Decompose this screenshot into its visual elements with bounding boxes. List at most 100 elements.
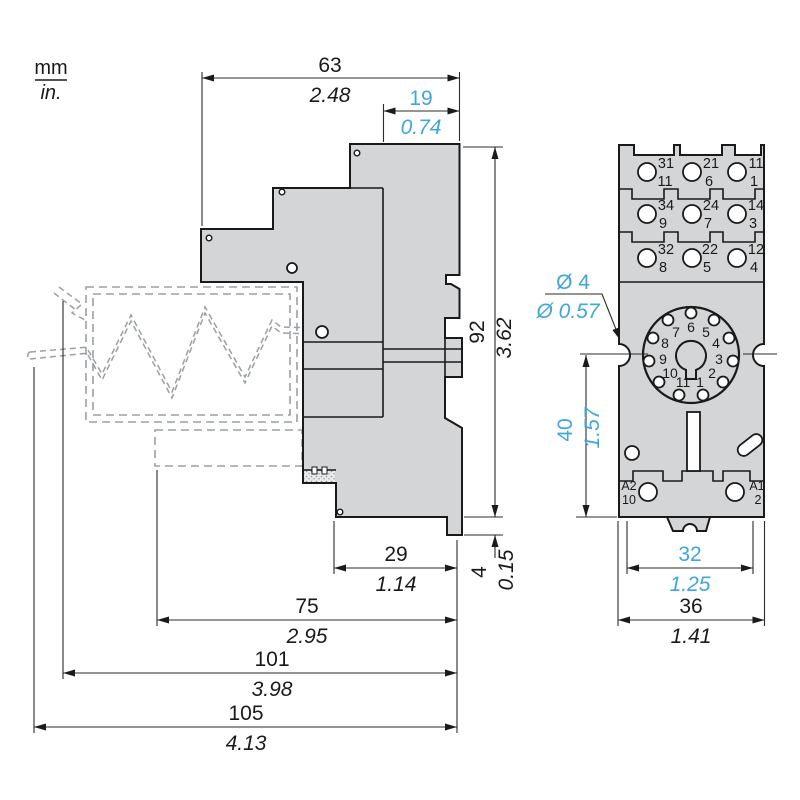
arrowhead [445, 723, 457, 731]
terminal-label: 11 [657, 174, 672, 190]
pin-hole-11 [672, 388, 686, 402]
dim-92-mm: 92 [466, 320, 489, 343]
phantom-clip-spring-upper [87, 305, 318, 394]
side-view-internal-lines [303, 187, 462, 471]
pin-hole-7 [661, 313, 675, 327]
screw-row2-col1 [637, 204, 657, 224]
pin-hole-9 [642, 354, 656, 368]
side-screw-dot-2 [278, 188, 286, 196]
arrowhead [618, 616, 630, 624]
pin-hole-3 [726, 354, 740, 368]
phantom-clip-rod [27, 346, 90, 360]
arrowhead [202, 74, 214, 82]
din-clip-tab [665, 516, 712, 532]
arrowhead [445, 564, 457, 572]
arrowhead [34, 723, 46, 731]
dim-32-in: 1.25 [670, 573, 711, 596]
terminal-label: 5 [703, 260, 711, 276]
coil-label-a1: A1 [749, 479, 764, 493]
arrowhead [491, 505, 499, 517]
dim-40-mm: 40 [554, 418, 577, 441]
dim-36-in: 1.41 [671, 625, 712, 648]
phantom-relay-outline [85, 286, 298, 423]
pin-number: 9 [659, 351, 667, 367]
arrowhead [582, 355, 590, 367]
dim-29-in: 1.14 [376, 573, 417, 596]
dim-dia4-in: Ø 0.57 [535, 300, 600, 323]
dim-105-mm: 105 [228, 702, 263, 725]
terminal-label: 7 [704, 216, 712, 232]
side-hole-upper [286, 262, 298, 274]
arrowhead [491, 147, 499, 159]
side-screw-dot-4 [336, 508, 344, 516]
screw-row1-col2 [682, 162, 702, 182]
coil-label-2: 2 [755, 493, 762, 507]
dim-dia4-mm: Ø 4 [556, 271, 590, 294]
units-mm-label: mm [34, 57, 67, 79]
pin-hole-6 [684, 306, 698, 320]
terminal-label: 3 [749, 216, 757, 232]
lower-left-hole [624, 445, 640, 461]
terminal-label: 12 [748, 242, 764, 258]
terminal-label: 24 [703, 198, 719, 214]
pin-hole-10 [652, 375, 666, 389]
arrowhead [334, 564, 346, 572]
pin-number: 5 [702, 324, 710, 340]
screw-row2-col3 [727, 204, 747, 224]
pin-hole-1 [696, 388, 710, 402]
front-view: 31 11 21 6 11 1 34 9 24 7 14 3 32 8 22 5… [580, 144, 777, 532]
pin-number: 10 [662, 365, 678, 381]
dim-63-in: 2.48 [309, 84, 351, 107]
side-screw-dot-3 [353, 149, 361, 157]
coil-label-10: 10 [622, 493, 636, 507]
socket-keyway [675, 339, 707, 380]
arrowhead [445, 616, 457, 624]
screw-row1-col3 [727, 162, 747, 182]
terminal-label: 32 [658, 242, 674, 258]
dim-101-in: 3.98 [252, 678, 293, 701]
terminal-label: 9 [659, 216, 667, 232]
terminal-label: 31 [658, 156, 674, 172]
terminal-screws [637, 162, 747, 268]
dimension-annotations: 63 2.48 92 3.62 4 0.15 29 1.14 75 2.95 1… [33, 54, 766, 755]
screw-row3-col2 [682, 248, 702, 268]
pin-number: 4 [712, 335, 720, 351]
terminal-label: 14 [748, 198, 764, 214]
screw-row3-col1 [637, 248, 657, 268]
arrowhead [447, 107, 460, 115]
pin-number: 8 [661, 335, 669, 351]
terminal-label: 22 [702, 242, 718, 258]
phantom-clip-hook [53, 286, 88, 322]
dim-4-in: 0.15 [495, 549, 518, 590]
side-view-outline [200, 143, 463, 536]
arrowhead [752, 616, 765, 624]
arrowhead [63, 669, 75, 677]
dim-19-mm: 19 [409, 87, 432, 110]
dim-40-in: 1.57 [581, 406, 604, 448]
side-screw-dot-1 [205, 234, 213, 242]
terminal-label: 1 [750, 174, 758, 190]
terminal-labels: 31 11 21 6 11 1 34 9 24 7 14 3 32 8 22 5… [657, 156, 764, 276]
front-separator-2 [619, 231, 764, 243]
side-view [27, 143, 463, 536]
arrowhead [383, 107, 396, 115]
ledge-notch-left [311, 466, 318, 475]
dim-105-in: 4.13 [226, 732, 267, 755]
dim-4-mm: 4 [468, 566, 491, 578]
pin-number: 2 [708, 365, 716, 381]
phantom-relay-inner-outline [92, 293, 291, 416]
screw-row1-col1 [637, 162, 657, 182]
units-inch-label: in. [40, 82, 61, 104]
tube-socket: 1 2 3 4 5 6 7 8 9 10 11 [641, 305, 741, 405]
dim-19-in: 0.74 [401, 116, 442, 139]
terminal-label: 8 [659, 260, 667, 276]
dim-32-mm: 32 [678, 543, 701, 566]
pin-hole-5 [707, 313, 721, 327]
arrowhead [445, 669, 457, 677]
dimension-lines [34, 77, 765, 728]
angled-slot [736, 433, 764, 457]
screw-row2-col2 [682, 204, 702, 224]
pin-number: 3 [715, 351, 723, 367]
arrowhead [491, 535, 499, 547]
pin-hole-2 [716, 375, 730, 389]
